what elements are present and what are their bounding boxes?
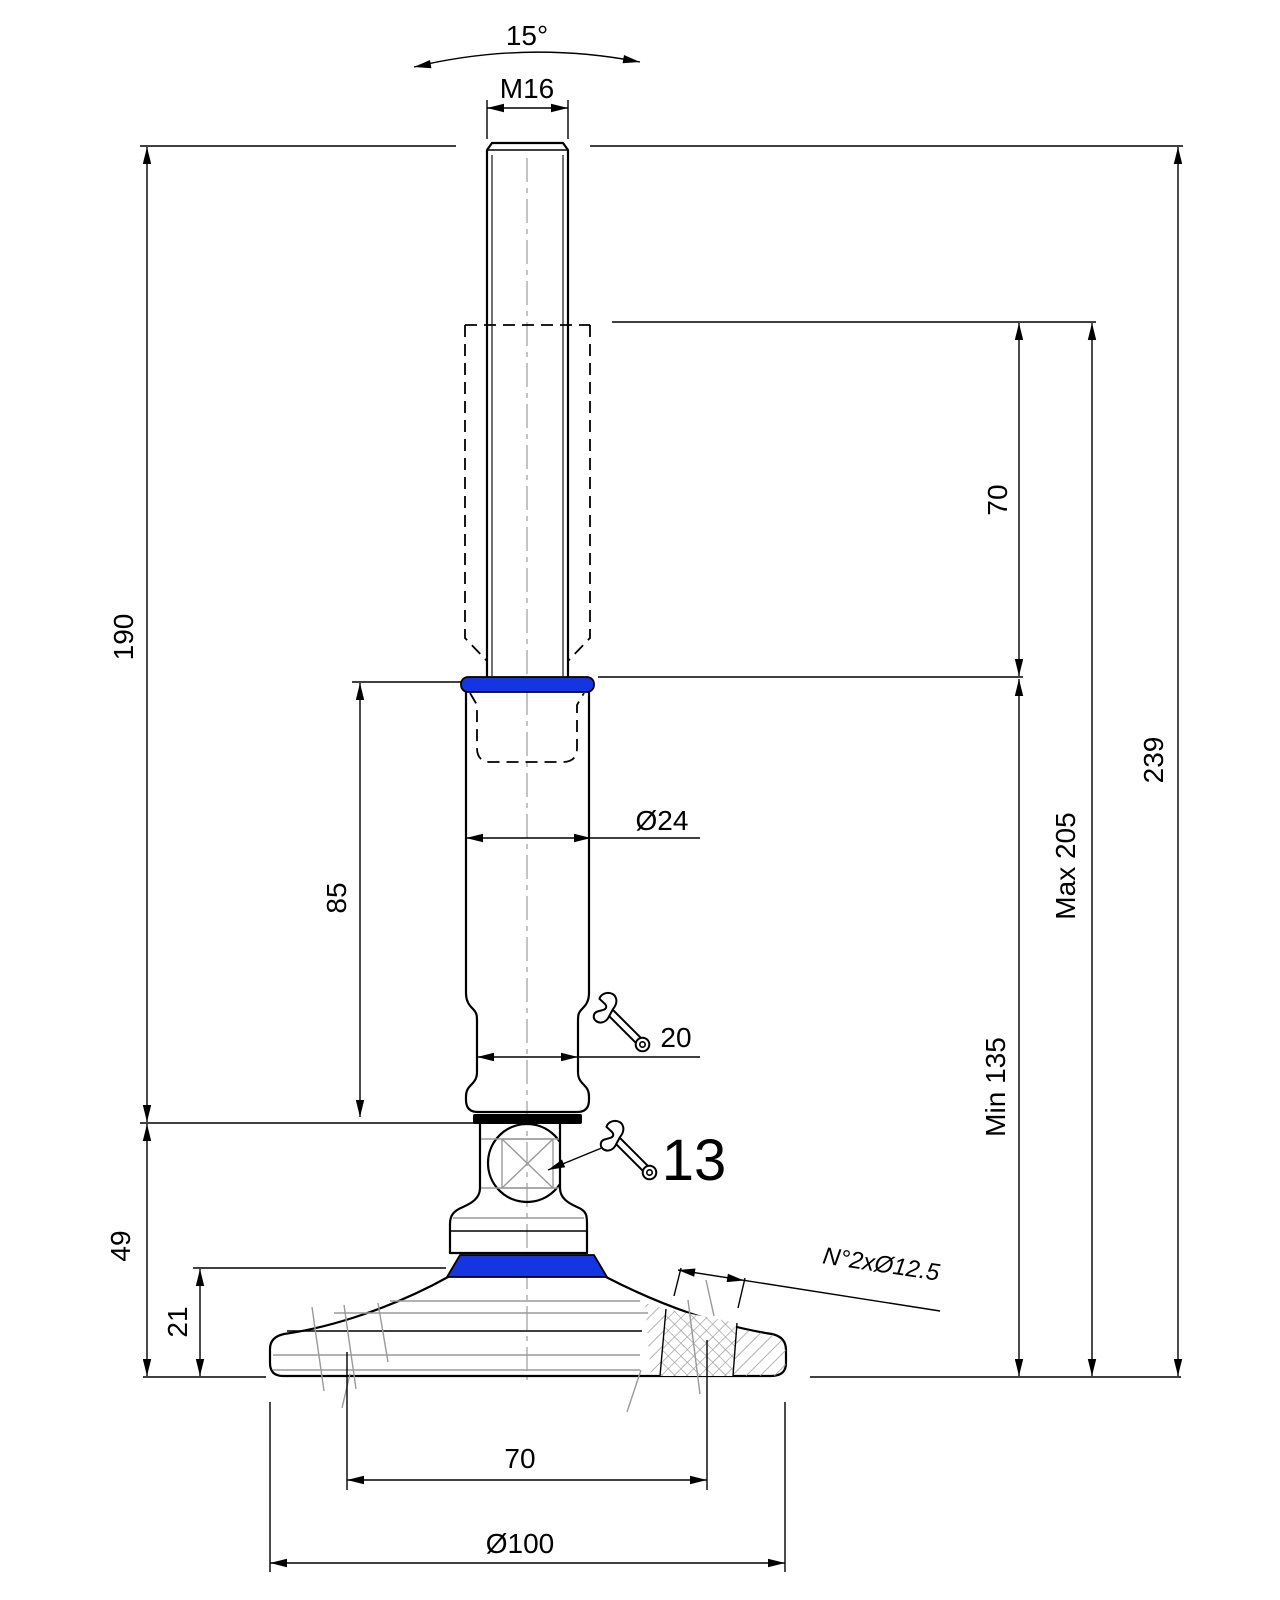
swing-angle-label: 15°	[506, 20, 548, 51]
holes-leader-line	[677, 1269, 941, 1312]
upper-blue-collar	[460, 676, 595, 693]
body-length-label: 85	[321, 882, 352, 913]
ball	[486, 1124, 559, 1204]
extension-lines	[140, 100, 1183, 1572]
base-height-label: 49	[105, 1230, 136, 1261]
min-height-label: Min 135	[980, 1037, 1011, 1137]
base-outline	[268, 1275, 788, 1378]
base	[268, 1275, 788, 1413]
max-height-label: Max 205	[1050, 812, 1081, 919]
foot-cap	[448, 1217, 589, 1255]
thread-size-label: M16	[500, 73, 554, 104]
base-rim-height-label: 21	[162, 1306, 193, 1337]
lower-blue-ring	[445, 1254, 609, 1278]
body-wrench-size-label: 20	[660, 1022, 691, 1053]
ball-wrench-size-label: 13	[662, 1128, 727, 1193]
ball-joint	[448, 1122, 589, 1255]
wrench-13-icon	[599, 1119, 658, 1181]
hex-construction-square	[481, 1138, 559, 1189]
hidden-tube-max-position	[464, 324, 591, 662]
dimension-labels: 15° M16 190 85 Ø24 20 13 49 21 70 Max 20…	[105, 20, 1169, 1559]
body-tube	[464, 690, 591, 1124]
threaded-stud	[485, 141, 570, 679]
wrench-20-icon	[592, 991, 651, 1053]
arrowheads	[142, 55, 1183, 1568]
base-diameter-label: Ø100	[486, 1528, 555, 1559]
body-diameter-label: Ø24	[636, 805, 689, 836]
hole-spacing-label: 70	[504, 1443, 535, 1474]
swing-angle-arc	[413, 51, 641, 68]
hidden-insert-nut	[469, 692, 585, 763]
stud-length-label: 190	[108, 614, 139, 661]
dimension-lines	[146, 51, 1179, 1564]
adjustment-travel-label: 70	[982, 484, 1013, 515]
body-bottom-edge	[473, 1114, 582, 1124]
mounting-holes-label: N°2xØ12.5	[821, 1243, 942, 1287]
overall-length-label: 239	[1138, 737, 1169, 784]
section-trace-lines	[311, 1279, 715, 1413]
